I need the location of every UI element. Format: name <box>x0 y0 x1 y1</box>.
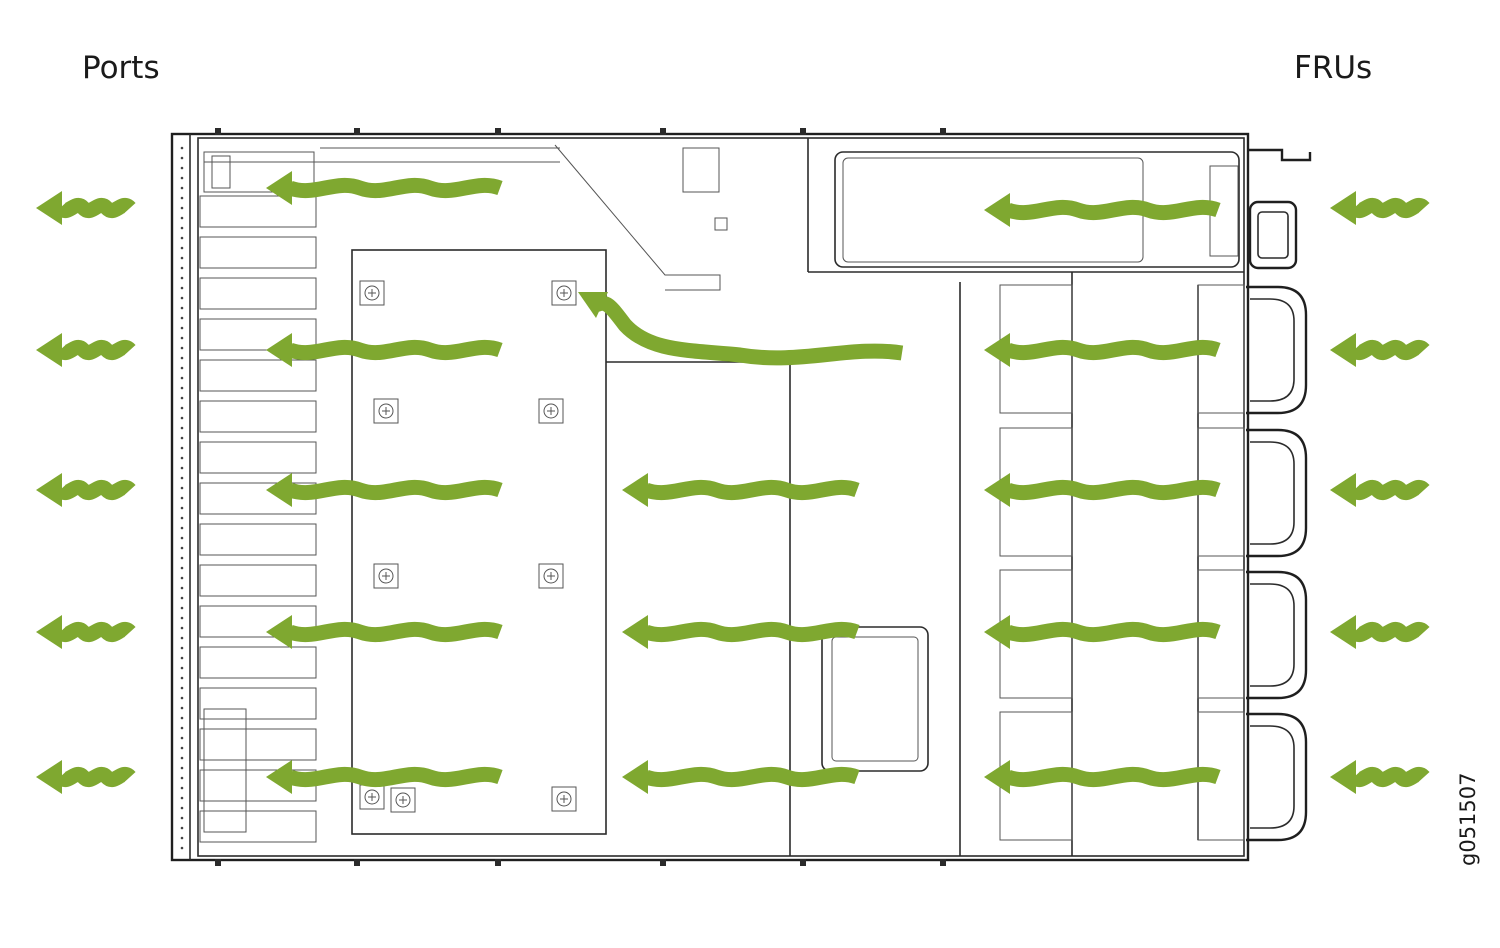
airflow-arrow-icon <box>1005 621 1221 643</box>
airflow-arrow-icon <box>1005 766 1221 788</box>
airflow-arrowhead-icon <box>622 615 648 649</box>
airflow-arrowhead-icon <box>36 191 62 225</box>
airflow-arrowhead-icon <box>1330 760 1356 794</box>
port-module-stack <box>199 195 317 843</box>
airflow-arrowhead-icon <box>266 760 292 794</box>
airflow-arrow-icon <box>287 339 503 361</box>
airflow-arrowhead-icon <box>984 615 1010 649</box>
airflow-arrow-icon <box>643 621 860 643</box>
airflow-arrowhead-icon <box>1330 333 1356 367</box>
fan-handle-icon[interactable] <box>1246 570 1308 700</box>
airflow-arrow-icon <box>1348 767 1430 787</box>
airflow-arrowhead-icon <box>984 193 1010 227</box>
fan-handle-icon[interactable] <box>1246 285 1308 415</box>
airflow-arrowhead-icon <box>984 473 1010 507</box>
airflow-arrow-icon <box>1348 622 1430 642</box>
fan-handle-icon[interactable] <box>1246 712 1308 842</box>
airflow-arrow-icon <box>1005 339 1221 361</box>
airflow-arrowhead-icon <box>36 760 62 794</box>
airflow-arrow-icon <box>54 480 136 500</box>
airflow-arrowhead-icon <box>1330 615 1356 649</box>
airflow-arrow-icon <box>643 766 860 788</box>
ports-label: Ports <box>82 50 160 86</box>
asic-plate <box>351 249 607 835</box>
airflow-arrow-icon <box>287 621 503 643</box>
airflow-arrowhead-icon <box>266 473 292 507</box>
airflow-arrowhead-icon <box>1330 473 1356 507</box>
fan-tray <box>999 272 1308 856</box>
airflow-arrow-icon <box>54 767 136 787</box>
airflow-arrow-icon <box>1348 340 1430 360</box>
airflow-arrows <box>36 171 1430 794</box>
airflow-arrowhead-icon <box>984 760 1010 794</box>
airflow-arrowhead-icon <box>36 615 62 649</box>
airflow-arrowhead-icon <box>266 615 292 649</box>
airflow-arrow-icon <box>287 177 503 199</box>
airflow-arrow-icon <box>1348 480 1430 500</box>
airflow-arrow-icon <box>287 479 503 501</box>
top-rail <box>203 144 728 291</box>
airflow-arrowhead-icon <box>36 333 62 367</box>
airflow-arrowhead-icon <box>984 333 1010 367</box>
airflow-arrow-icon <box>592 295 904 366</box>
frus-label: FRUs <box>1294 50 1373 86</box>
airflow-arrowhead-icon <box>622 473 648 507</box>
airflow-arrow-icon <box>1348 198 1430 218</box>
airflow-arrow-icon <box>54 622 136 642</box>
airflow-arrow-icon <box>287 766 503 788</box>
airflow-arrowhead-icon <box>622 760 648 794</box>
airflow-arrowhead-icon <box>266 171 292 205</box>
airflow-arrowhead-icon <box>1330 191 1356 225</box>
airflow-arrowhead-icon <box>36 473 62 507</box>
fan-handle-icon[interactable] <box>1246 428 1308 558</box>
airflow-arrow-icon <box>54 198 136 218</box>
airflow-arrowhead-icon <box>578 292 608 318</box>
airflow-arrowhead-icon <box>266 333 292 367</box>
airflow-arrow-icon <box>1005 479 1221 501</box>
airflow-arrow-icon <box>643 479 860 501</box>
airflow-arrow-icon <box>54 340 136 360</box>
airflow-arrow-icon <box>1005 199 1221 221</box>
